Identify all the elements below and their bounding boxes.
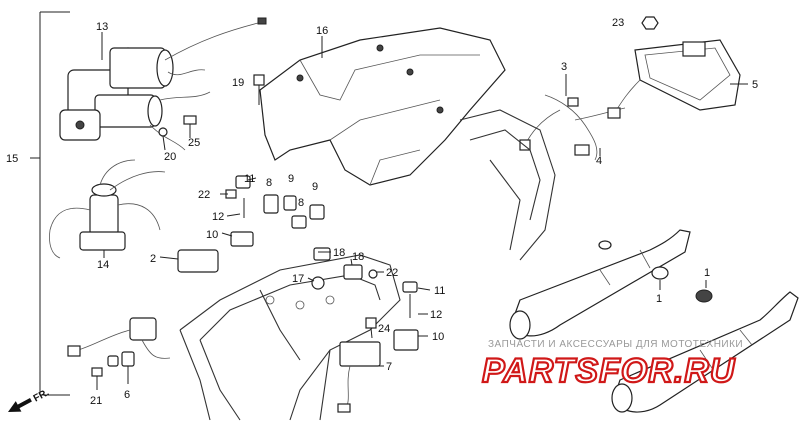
relay-9b [309,204,325,220]
wire-harness-3-4 [519,94,626,161]
bolt-20 [158,127,168,151]
callout-8a: 8 [266,177,272,189]
callout-9b: 9 [312,181,318,193]
bolt-25 [183,115,197,138]
relay-8b [291,215,307,229]
grommet-18 [313,247,331,261]
callout-25: 25 [188,137,200,149]
cap-17 [311,276,325,290]
grommet-18b [343,264,363,280]
watermark-brand: PARTSFOR.RU [482,352,736,390]
valve-assembly-14 [49,159,166,259]
callout-14: 14 [97,259,109,271]
direction-label: FR. [32,387,52,404]
watermark: ЗАПЧАСТИ И АКСЕССУАРЫ ДЛЯ МОТОТЕХНИКИ PA… [481,339,743,391]
arrow-icon [8,398,32,412]
callout-12a: 12 [212,211,224,223]
cap-11 [235,175,251,189]
frame-subframe [179,109,556,421]
callout-8b: 8 [298,197,304,209]
tail-light-5 [607,39,741,119]
front-direction-arrow: FR. [8,387,52,412]
callout-24: 24 [378,323,390,335]
callout-11b: 11 [434,285,445,297]
box-2 [177,249,219,273]
relay-8 [263,194,279,214]
callout-5: 5 [752,79,758,91]
callout-12b: 12 [430,309,442,321]
muffler-upper [509,229,691,340]
relay-9 [283,195,297,211]
regulator-7 [339,341,381,367]
callout-13: 13 [96,21,108,33]
screw-22b [368,269,378,279]
callout-19: 19 [232,77,244,89]
callout-22a: 22 [198,189,210,201]
callout-11a: 11 [244,173,255,185]
callout-10b: 10 [432,331,444,343]
callout-6: 6 [124,389,130,401]
screw-24 [365,317,377,329]
inner-fender-16 [259,27,506,186]
callout-1b: 1 [704,267,710,279]
callout-17: 17 [292,273,304,285]
callout-4: 4 [596,155,602,167]
callout-20: 20 [164,151,176,163]
clamp-1b [695,289,713,303]
nut-23 [641,16,659,30]
callout-1a: 1 [656,293,662,305]
callout-15: 15 [6,153,18,165]
watermark-caption: ЗАПЧАСТИ И АКСЕССУАРЫ ДЛЯ МОТОТЕХНИКИ [488,339,743,350]
bolt-19 [253,74,265,105]
callout-16: 16 [316,25,328,37]
callout-2: 2 [150,253,156,265]
callout-labels: 13 15 14 16 19 25 20 3 4 5 23 11 22 12 1… [6,17,758,407]
callout-18b: 18 [352,251,364,263]
actuator-motor-13 [59,17,267,151]
callout-22b: 22 [386,267,398,279]
callout-3: 3 [561,61,567,73]
sensor-and-grommet-6-21 [67,317,171,390]
callout-18a: 18 [333,247,345,259]
callout-10a: 10 [206,229,218,241]
muffler-lower [611,291,799,413]
cap-11b [402,281,418,293]
bracket-10 [230,231,254,247]
assembly-15-bracket [30,11,70,396]
clamp-1a [651,266,669,280]
callout-9a: 9 [288,173,294,185]
bracket-10b [393,329,419,351]
callout-21: 21 [90,395,102,407]
callout-7: 7 [386,361,392,373]
callout-23: 23 [612,17,624,29]
relay-cluster [177,175,419,413]
